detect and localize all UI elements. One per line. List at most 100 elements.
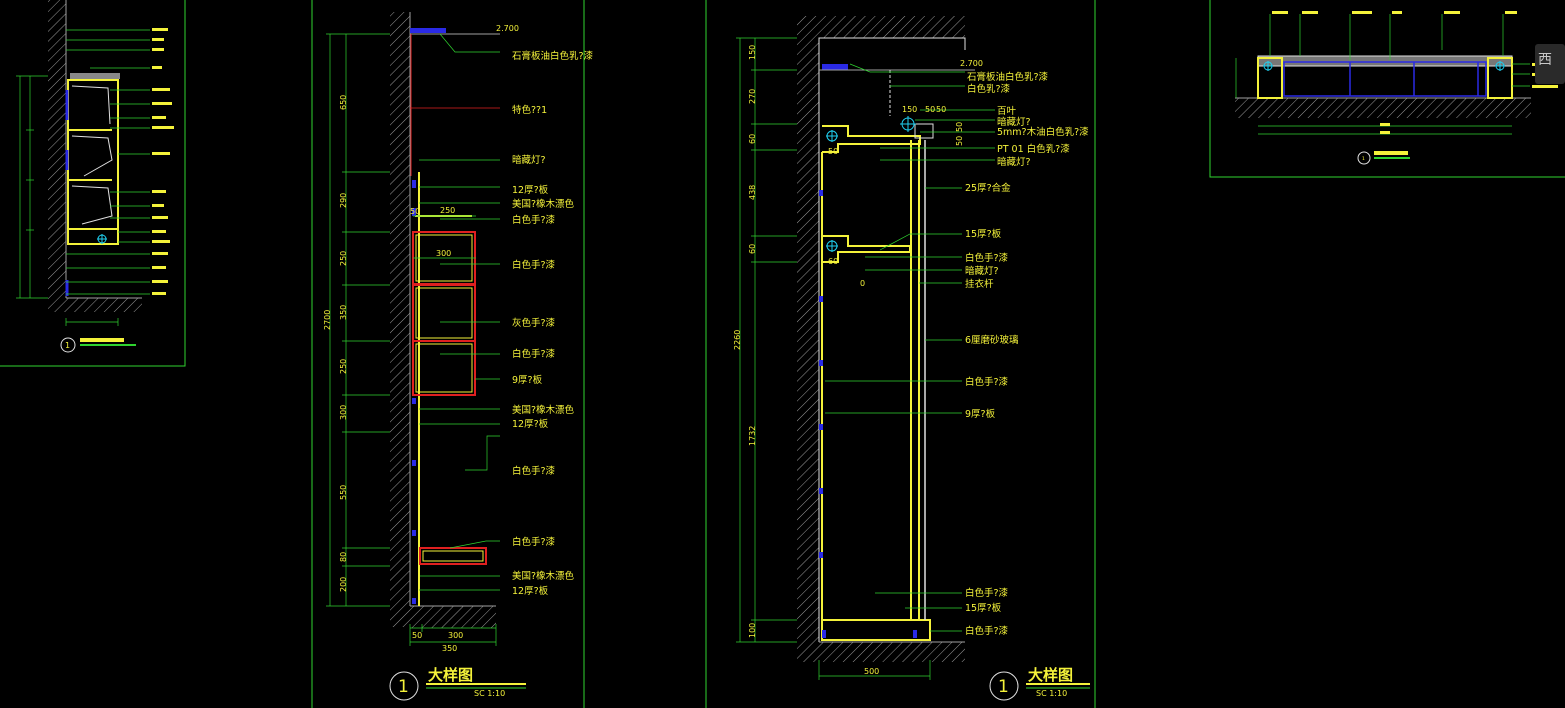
dim-center-v-5: 300 bbox=[339, 405, 348, 420]
dim-right-v-3: 438 bbox=[748, 185, 757, 200]
label-center-10: 9厚?板 bbox=[512, 374, 543, 386]
right-rod-mark: 0 bbox=[860, 279, 865, 288]
drawing-topright-detail: 1 bbox=[1235, 11, 1558, 165]
label-right-7: 暗藏灯? bbox=[997, 156, 1031, 168]
center-dim-texts: 650 290 250 350 250 300 550 80 200 2700 bbox=[323, 95, 348, 592]
center-title: 大样图 bbox=[428, 666, 473, 684]
drawing-right-detail: 2.700 石膏板油白色乳?漆 白色乳?漆 百叶 暗藏灯? 5mm?木油白色乳?… bbox=[733, 16, 1090, 701]
dim-right-in-1: 60 bbox=[828, 257, 838, 266]
label-center-6: 白色手?漆 bbox=[512, 214, 556, 226]
center-labels: 2.700 石膏板油白色乳?漆 特色??1 暗藏灯? 12厚?板 美国?橡木漂色… bbox=[496, 24, 594, 597]
right-wall-hatch bbox=[797, 16, 819, 662]
right-ceiling-hatch bbox=[819, 16, 965, 38]
label-center-1: 石膏板油白色乳?漆 bbox=[512, 50, 594, 62]
dim-center-top-1: 300 bbox=[436, 249, 451, 258]
label-center-15: 美国?橡木漂色 bbox=[512, 570, 575, 582]
dim-center-bot-1: 300 bbox=[448, 631, 463, 640]
label-center-3: 暗藏灯? bbox=[512, 154, 546, 166]
label-right-11: 暗藏灯? bbox=[965, 265, 999, 277]
right-dims-bottom bbox=[818, 660, 931, 680]
right-scale: SC 1:10 bbox=[1036, 689, 1067, 698]
label-center-12: 12厚?板 bbox=[512, 418, 549, 430]
label-center-13: 白色手?漆 bbox=[512, 465, 556, 477]
right-title-number: 1 bbox=[998, 677, 1009, 697]
corner-tag: 西 bbox=[1538, 52, 1552, 68]
label-center-elev: 2.700 bbox=[496, 24, 519, 33]
topright-title-number: 1 bbox=[1362, 156, 1365, 162]
drawing-left-detail: 1 bbox=[16, 0, 174, 353]
left-title-number: 1 bbox=[65, 341, 70, 350]
label-right-elev: 2.700 bbox=[960, 59, 983, 68]
dim-right-top-3: 50 bbox=[955, 122, 964, 132]
dim-right-v-total: 2260 bbox=[733, 330, 742, 350]
dim-right-v-4: 60 bbox=[748, 244, 757, 254]
center-floor-hatch bbox=[410, 606, 496, 628]
left-dims bbox=[16, 75, 119, 326]
label-right-18: 白色手?漆 bbox=[965, 625, 1009, 637]
dim-right-top-4: 50 bbox=[955, 136, 964, 146]
dim-right-v-2: 60 bbox=[748, 134, 757, 144]
right-title: 大样图 bbox=[1028, 666, 1073, 684]
label-right-9: 15厚?板 bbox=[965, 228, 1002, 240]
right-title-block: 1 大样图 SC 1:10 bbox=[989, 666, 1090, 701]
center-scale: SC 1:10 bbox=[474, 689, 505, 698]
right-floor-hatch bbox=[819, 642, 965, 662]
label-right-16: 白色手?漆 bbox=[965, 587, 1009, 599]
left-floor-hatch bbox=[66, 298, 142, 312]
left-title-number-circle bbox=[60, 337, 76, 353]
label-right-1: 石膏板油白色乳?漆 bbox=[967, 71, 1049, 83]
dim-right-top-0: 150 bbox=[902, 105, 917, 114]
right-dims-vertical bbox=[736, 37, 797, 643]
label-right-14: 白色手?漆 bbox=[965, 376, 1009, 388]
dim-center-top-0: 250 bbox=[440, 206, 455, 215]
dim-center-v-8: 200 bbox=[339, 577, 348, 592]
label-right-6: PT 01 白色乳?漆 bbox=[997, 143, 1070, 155]
dim-right-v-5: 1732 bbox=[748, 426, 757, 446]
left-wall-hatch bbox=[48, 0, 66, 312]
dim-center-v-1: 290 bbox=[339, 193, 348, 208]
center-dims-top bbox=[413, 215, 476, 259]
label-center-2: 特色??1 bbox=[512, 104, 547, 116]
label-center-4: 12厚?板 bbox=[512, 184, 549, 196]
label-center-16: 12厚?板 bbox=[512, 585, 549, 597]
dim-right-v-6: 100 bbox=[748, 623, 757, 638]
dim-right-bottom: 500 bbox=[864, 667, 879, 676]
center-dims-vertical bbox=[326, 33, 390, 607]
topright-floor-hatch bbox=[1235, 98, 1531, 118]
frame-left bbox=[0, 0, 186, 367]
dim-center-v-7: 80 bbox=[339, 552, 348, 562]
dim-center-v-total: 2700 bbox=[323, 310, 332, 330]
label-center-5: 美国?橡木漂色 bbox=[512, 198, 575, 210]
center-panel bbox=[415, 172, 472, 606]
center-wall-hatch bbox=[390, 12, 410, 627]
right-wardrobe bbox=[821, 125, 931, 641]
label-right-8: 25厚?合金 bbox=[965, 182, 1011, 194]
dim-right-top-1: 50 bbox=[925, 105, 935, 114]
center-title-number: 1 bbox=[398, 677, 409, 697]
label-right-10: 白色手?漆 bbox=[965, 252, 1009, 264]
dim-center-bot-2: 350 bbox=[442, 644, 457, 653]
label-center-11: 美国?橡木漂色 bbox=[512, 404, 575, 416]
left-leaders bbox=[66, 29, 150, 295]
center-leaders bbox=[419, 33, 500, 591]
dim-right-in-0: 50 bbox=[828, 147, 838, 156]
dim-center-v-2: 250 bbox=[339, 251, 348, 266]
label-right-5: 5mm?木油白色乳?漆 bbox=[997, 126, 1089, 138]
label-right-15: 9厚?板 bbox=[965, 408, 996, 420]
label-center-8: 灰色手?漆 bbox=[512, 317, 556, 329]
drawing-center-detail: 2.700 石膏板油白色乳?漆 特色??1 暗藏灯? 12厚?板 美国?橡木漂色… bbox=[323, 12, 594, 701]
dim-right-top-2: 50 bbox=[936, 105, 946, 114]
dim-center-v-6: 550 bbox=[339, 485, 348, 500]
center-dims-bottom bbox=[409, 624, 497, 646]
topright-cabinet bbox=[1257, 57, 1513, 99]
label-right-2: 白色乳?漆 bbox=[967, 83, 1011, 95]
left-cabinet bbox=[67, 79, 119, 245]
center-cabinet bbox=[412, 231, 487, 565]
right-labels: 2.700 石膏板油白色乳?漆 白色乳?漆 百叶 暗藏灯? 5mm?木油白色乳?… bbox=[860, 59, 1089, 637]
dim-center-v-3: 350 bbox=[339, 305, 348, 320]
dim-right-v-1: 270 bbox=[748, 89, 757, 104]
dim-right-v-0: 150 bbox=[748, 45, 757, 60]
label-right-4: 暗藏灯? bbox=[997, 116, 1031, 128]
